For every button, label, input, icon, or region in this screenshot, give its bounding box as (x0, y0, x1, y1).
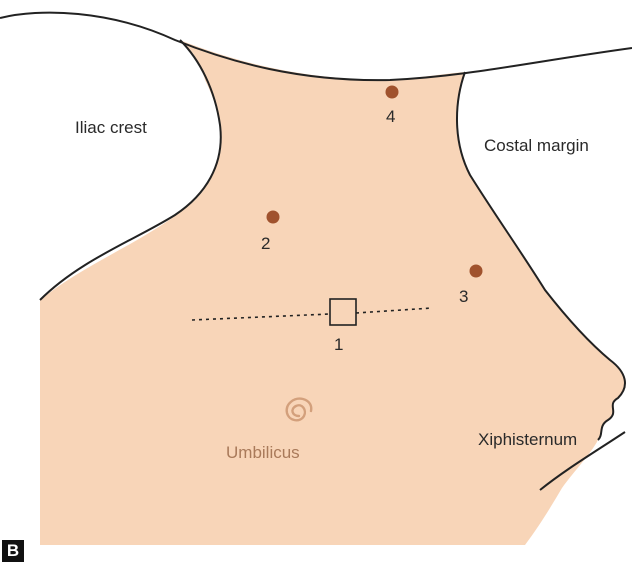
panel-letter-badge: B (2, 540, 24, 562)
costal-margin-label: Costal margin (484, 136, 589, 155)
port-2-label: 2 (261, 234, 270, 253)
port-2-dot (267, 211, 280, 224)
port-3-dot (470, 265, 483, 278)
abdomen-skin-region (40, 40, 625, 545)
xiphisternum-label: Xiphisternum (478, 430, 577, 449)
iliac-crest-label: Iliac crest (75, 118, 147, 137)
port-4-dot (386, 86, 399, 99)
umbilicus-label: Umbilicus (226, 443, 300, 462)
upper-margin-outline (0, 13, 632, 81)
port-3-label: 3 (459, 287, 468, 306)
port-1-label: 1 (334, 335, 343, 354)
port-4-label: 4 (386, 107, 395, 126)
